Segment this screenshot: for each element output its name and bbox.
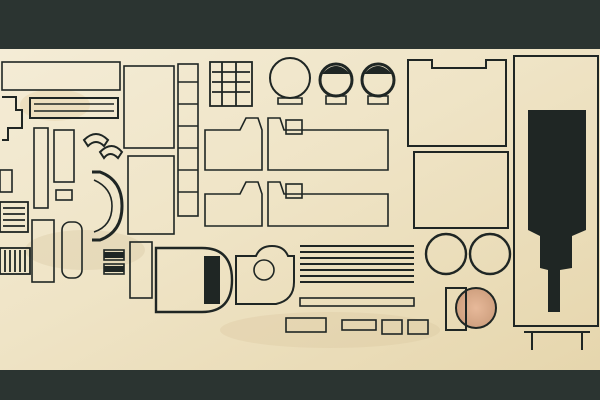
- part-wheel: [424, 232, 468, 276]
- part-copper-disc: [455, 287, 497, 329]
- part-small-tab: [407, 319, 429, 335]
- part-side-panel: [204, 117, 263, 171]
- etched-parts: [0, 55, 599, 350]
- part-side-panel: [267, 117, 389, 171]
- part-window: [285, 183, 303, 199]
- part-rail: [29, 97, 119, 119]
- etched-cutouts: [104, 66, 586, 312]
- part-chassis-frame: [513, 55, 599, 327]
- part-plate: [61, 221, 83, 279]
- part-vent-fill: [104, 266, 124, 272]
- part-arch: [154, 246, 234, 314]
- sheet-stain: [25, 230, 145, 270]
- part-ladder: [177, 63, 199, 217]
- part-strip: [33, 127, 49, 209]
- part-bar: [299, 297, 415, 307]
- part-ring-tab: [325, 95, 347, 105]
- part-ring-fill: [322, 66, 350, 74]
- part-panel: [129, 241, 153, 299]
- part-roof-plate: [407, 59, 507, 147]
- part-disc-tab: [277, 97, 303, 105]
- part-strip: [53, 129, 75, 183]
- part-slats: [300, 245, 414, 283]
- part-side-panel: [267, 181, 389, 227]
- part-vents: [209, 61, 253, 107]
- part-bracket: [2, 96, 23, 141]
- part-copper-bracket: [445, 287, 467, 331]
- part-frame: [1, 61, 121, 91]
- part-ring-fill: [364, 66, 392, 74]
- part-block: [0, 169, 13, 193]
- part-wheel: [468, 232, 512, 276]
- part-arch-cutout: [204, 256, 220, 304]
- part-panel: [127, 155, 175, 235]
- etch-sheet: [0, 49, 600, 370]
- part-small-tab: [381, 319, 403, 335]
- part-bell-hole: [253, 259, 275, 281]
- part-small-tab: [341, 319, 377, 331]
- part-vent-fill: [104, 252, 124, 258]
- part-curve: [98, 145, 124, 160]
- part-arc: [92, 170, 124, 242]
- part-comb: [0, 247, 31, 275]
- part-plate: [31, 219, 55, 283]
- part-small-tab: [285, 317, 327, 333]
- part-panel: [123, 65, 175, 149]
- part-bell: [235, 244, 295, 305]
- part-chassis-cutout: [528, 110, 586, 312]
- part-arc-inner: [93, 179, 113, 233]
- sheet-plate: [0, 49, 600, 370]
- part-grille: [0, 201, 29, 233]
- part-plate-large: [413, 151, 509, 229]
- part-strip: [55, 189, 73, 201]
- part-foot: [524, 331, 590, 350]
- part-side-panel: [204, 181, 263, 227]
- sheet-stain: [220, 312, 440, 348]
- part-ring-tab: [367, 95, 389, 105]
- part-curve: [82, 133, 110, 148]
- part-window: [285, 119, 303, 135]
